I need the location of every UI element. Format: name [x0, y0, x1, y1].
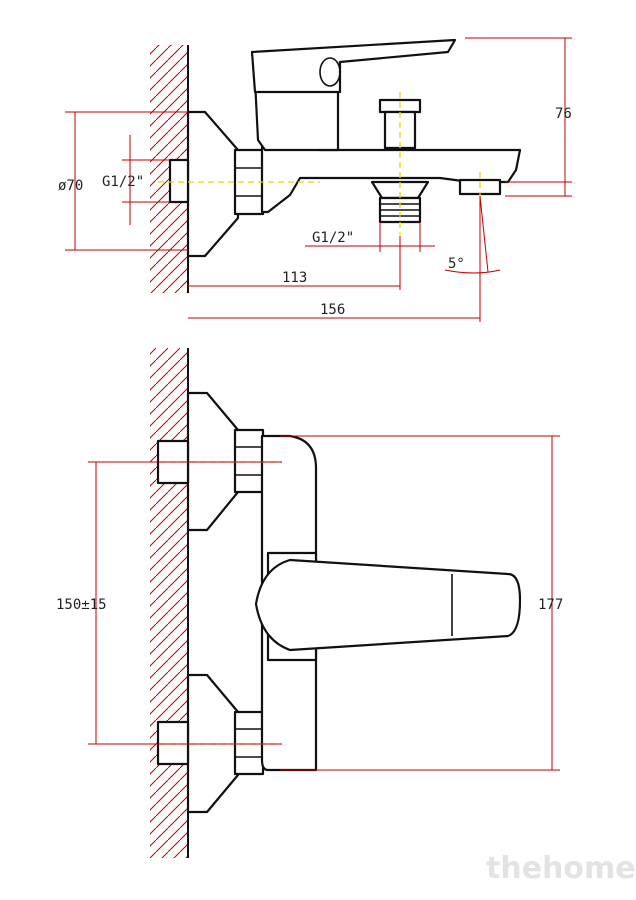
- dim-spacing-150: 150±15: [56, 597, 107, 613]
- wall-hatch-bottom: [150, 348, 188, 858]
- wall-flange-side: [186, 110, 240, 258]
- dim-height-76: 76: [555, 106, 572, 122]
- dim-height-177: 177: [538, 597, 563, 613]
- dim-diameter-70: ø70: [58, 178, 83, 194]
- dim-angle-5: 5°: [448, 256, 465, 272]
- dim-depth-113: 113: [282, 270, 307, 286]
- dim-inlet-thread: G1/2": [102, 174, 144, 190]
- inlet-pipe-side: [168, 158, 190, 204]
- dim-outlet-thread: G1/2": [312, 230, 354, 246]
- side-view: 76 ø70 G1/2" G1/2" 5° 113 156: [58, 37, 572, 322]
- front-view: 150±15 177: [56, 348, 563, 858]
- dim-depth-156: 156: [320, 302, 345, 318]
- hex-nut-lower: [233, 710, 265, 776]
- watermark-text: thehome: [486, 851, 636, 886]
- lever-handle-side: [250, 38, 457, 94]
- lever-handle-front: [254, 558, 522, 652]
- inlet-pipe-lower: [156, 720, 190, 766]
- hex-nut-upper: [233, 428, 265, 494]
